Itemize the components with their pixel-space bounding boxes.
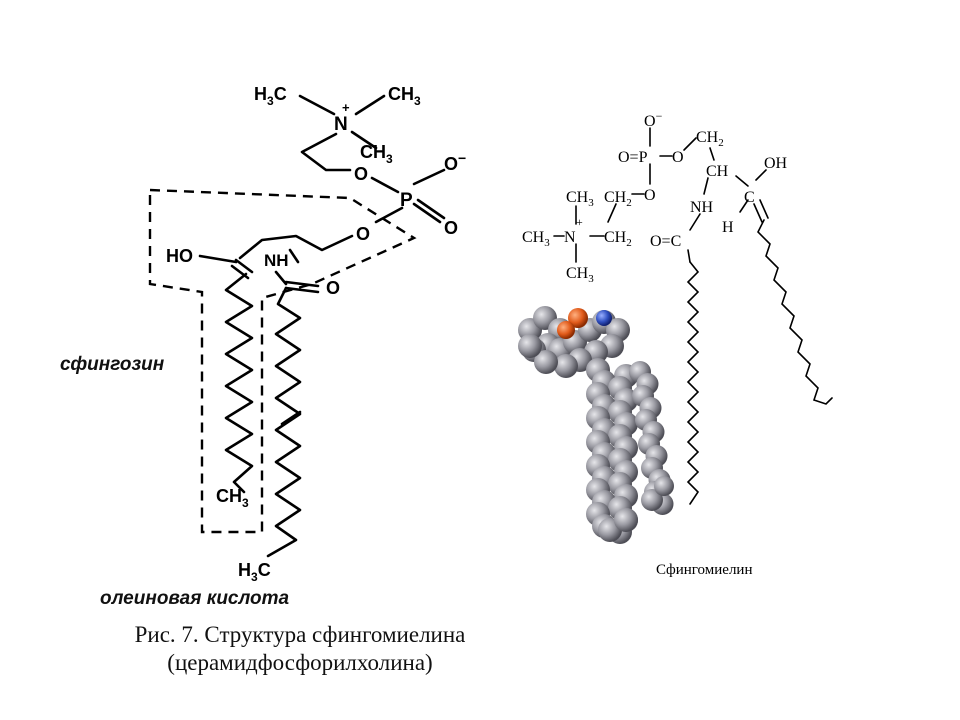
atom-sphere <box>534 350 558 374</box>
r-o-lower-label: O <box>644 187 656 204</box>
o-double-label: O <box>444 218 458 238</box>
right-labels: O− O=P O CH2 O CH3 CH2 CH OH C H NH CH3 … <box>522 109 788 578</box>
sphingomyelin-label: Сфингомиелин <box>656 562 753 578</box>
ch3-top-right-label: CH3 <box>388 84 421 108</box>
o-minus-label: O− <box>444 150 466 174</box>
r-n-plus-label: N <box>564 229 576 246</box>
plus-charge: + <box>342 100 350 115</box>
atom-sphere <box>568 308 588 328</box>
ch3-bottom-label: CH3 <box>216 486 249 510</box>
atom-sphere <box>654 476 674 496</box>
r-o-minus-label: O− <box>644 109 663 130</box>
ho-label: HO <box>166 246 193 266</box>
r-oh-label: OH <box>764 155 788 172</box>
h3c-bottom-label: H3C <box>238 560 271 584</box>
atom-sphere <box>596 310 612 326</box>
r-ch2-mid-label: CH2 <box>604 189 632 209</box>
r-o-right-label: O <box>672 149 684 166</box>
r-ch3-top-label: CH3 <box>566 189 594 209</box>
oleic-acid-label: олеиновая кислота <box>100 588 290 609</box>
o-ester2-label: O <box>356 224 370 244</box>
atom-sphere <box>518 334 542 358</box>
atom-sphere <box>554 354 578 378</box>
r-ch2-lower-label: CH2 <box>604 229 632 249</box>
r-h-label: H <box>722 219 734 236</box>
atom-sphere <box>641 489 663 511</box>
r-plus-charge: + <box>576 215 583 229</box>
r-ch3-left-label: CH3 <box>522 229 550 249</box>
atom-sphere <box>614 508 638 532</box>
right-structural-formula <box>553 127 833 505</box>
left-structural-formula <box>198 94 446 558</box>
n-plus-label: N <box>334 114 348 135</box>
space-filling-model <box>518 306 674 544</box>
ch3-mid-label: CH3 <box>360 142 393 166</box>
r-ch3-bottom-label: CH3 <box>566 265 594 285</box>
atom-sphere <box>557 321 575 339</box>
figure-caption-line1: Рис. 7. Структура сфингомиелина <box>134 622 466 647</box>
h3c-top-label: H3C <box>254 84 287 108</box>
r-o-eq-p-label: O=P <box>618 149 648 166</box>
r-nh-label: NH <box>690 199 714 216</box>
p-label: P <box>400 190 413 211</box>
r-ch-label: CH <box>706 163 729 180</box>
r-c-mid-label: C <box>744 189 755 206</box>
left-labels: H3C CH3 N + CH3 O O− P O O HO NH O CH3 H… <box>60 84 466 609</box>
figure-caption-line2: (церамидфосфорилхолина) <box>167 650 433 675</box>
r-ch2-top-label: CH2 <box>696 129 724 149</box>
o-ester1-label: O <box>354 164 368 184</box>
o-carbonyl-label: O <box>326 278 340 298</box>
r-o-eq-c-label: O=C <box>650 233 681 250</box>
sphingosine-label: сфингозин <box>60 354 165 375</box>
nh-label: NH <box>264 251 289 270</box>
